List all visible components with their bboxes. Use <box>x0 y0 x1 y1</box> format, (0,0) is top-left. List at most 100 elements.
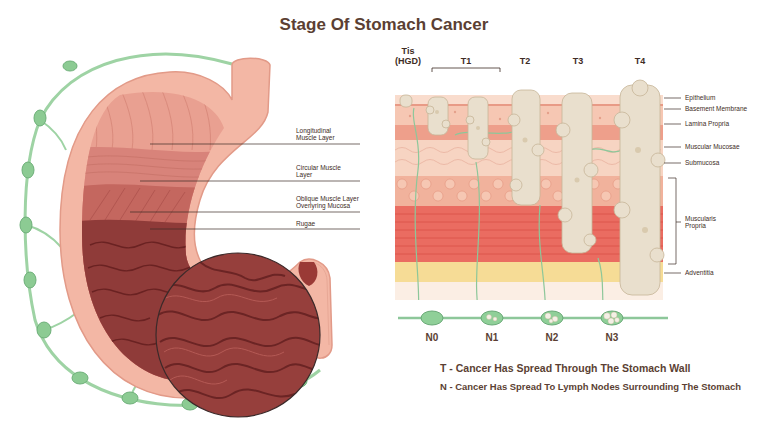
leader-line <box>664 109 681 110</box>
stomach-layers <box>80 156 230 161</box>
tumour <box>510 179 522 191</box>
magnified-rugae <box>165 364 320 372</box>
magnified-rugae <box>156 253 320 417</box>
magnified-rugae <box>150 250 330 420</box>
wall-cross-section <box>457 191 467 201</box>
magnified-rugae <box>160 285 325 292</box>
wall-cross-section <box>547 112 549 114</box>
node-metastasis <box>604 313 610 319</box>
wall-layer-label: Adventitia <box>685 269 714 276</box>
leader-line <box>664 147 681 148</box>
tumour <box>584 234 596 246</box>
tumour-texture <box>435 110 439 114</box>
leader-line <box>130 212 360 213</box>
wall-cross-section <box>598 258 605 300</box>
leader-line <box>664 124 681 125</box>
tumour <box>584 163 598 177</box>
tumour-texture <box>523 138 528 143</box>
tumour-texture <box>642 227 648 233</box>
stomach-layers <box>135 190 155 222</box>
tumour-texture <box>575 178 580 183</box>
wall-cross-section <box>454 111 456 113</box>
node-metastasis <box>549 319 553 323</box>
wall-cross-section <box>601 191 611 201</box>
stomach-layers <box>90 100 97 150</box>
legend-note: T - Cancer Has Spread Through The Stomac… <box>440 362 690 374</box>
stomach-layers <box>80 172 230 177</box>
node-metastasis <box>487 315 492 320</box>
wall-layer-label: Muscularis Propria <box>685 215 725 230</box>
wall-cross-section <box>599 117 601 119</box>
lymph-node <box>541 311 563 325</box>
wall-layer-label: Basement Membrane <box>685 105 747 112</box>
magnified-rugae <box>200 262 285 280</box>
wall-cross-section <box>541 179 551 189</box>
tumour-texture <box>635 147 641 153</box>
tumour <box>468 97 488 159</box>
wall-layer-label: Lamina Propria <box>685 120 729 127</box>
wall-layer-label: Epithelium <box>685 94 715 101</box>
leader-line <box>664 163 681 164</box>
node-metastasis <box>608 318 614 324</box>
node-metastasis <box>611 312 617 318</box>
lymph-node <box>421 311 623 325</box>
stomach-layers <box>80 156 230 177</box>
layer-label: Oblique Muscle Layer Overlyring Mucosa <box>296 195 364 210</box>
wall-cross-section <box>397 179 407 189</box>
wall-layer-label: Submucosa <box>685 159 719 166</box>
tumour <box>651 153 665 167</box>
tumour-texture <box>476 126 480 130</box>
magnified-rugae <box>160 338 325 346</box>
stage-label: T3 <box>563 56 593 66</box>
stomach-layers <box>165 192 185 222</box>
leader-line <box>150 229 360 230</box>
tumour <box>508 114 520 126</box>
lymph-node <box>20 217 32 233</box>
lymph-node <box>601 311 623 325</box>
lymph-node <box>63 61 77 71</box>
lymph-node <box>481 311 503 325</box>
stomach-layers <box>100 315 150 321</box>
wall-cross-section <box>476 162 480 300</box>
wall-cross-section <box>413 108 419 300</box>
tumour <box>442 120 450 128</box>
tumour <box>428 97 448 135</box>
wall-cross-section <box>421 179 431 189</box>
stomach-layers <box>200 92 211 150</box>
stomach-layers <box>150 190 170 222</box>
leader-line <box>668 178 681 264</box>
tumour <box>556 123 570 137</box>
magnified-rugae <box>164 348 284 356</box>
wall-cross-section <box>409 191 419 201</box>
stomach-layers <box>120 88 133 150</box>
legend-note: N - Cancer Has Spread To Lymph Nodes Sur… <box>440 382 741 393</box>
wall-layer-label: Muscular Mucosae <box>685 143 740 150</box>
tumour <box>558 208 572 222</box>
wall-cross-section <box>553 191 563 201</box>
tumour <box>614 202 630 218</box>
tumour <box>650 248 664 262</box>
stomach-layers <box>100 90 113 150</box>
wall-cross-section <box>493 179 503 189</box>
leader-line <box>664 98 681 99</box>
stomach-layers <box>90 86 211 150</box>
stomach-layers <box>140 86 153 150</box>
tumour <box>400 95 412 107</box>
wall-cross-section <box>469 179 479 189</box>
wall-cross-section <box>590 149 622 152</box>
magnified-rugae <box>162 295 284 385</box>
lymph-node <box>24 272 36 288</box>
lymph-node <box>22 162 34 178</box>
tumour <box>466 116 474 124</box>
t1-bracket <box>432 68 500 72</box>
tumour <box>426 106 434 114</box>
stomach-layers <box>90 188 185 222</box>
leader-line <box>130 144 360 229</box>
wall-cross-section <box>539 205 545 300</box>
lymph-node <box>34 110 46 126</box>
node-metastasis <box>493 317 497 321</box>
stage-label: T1 <box>451 56 481 66</box>
